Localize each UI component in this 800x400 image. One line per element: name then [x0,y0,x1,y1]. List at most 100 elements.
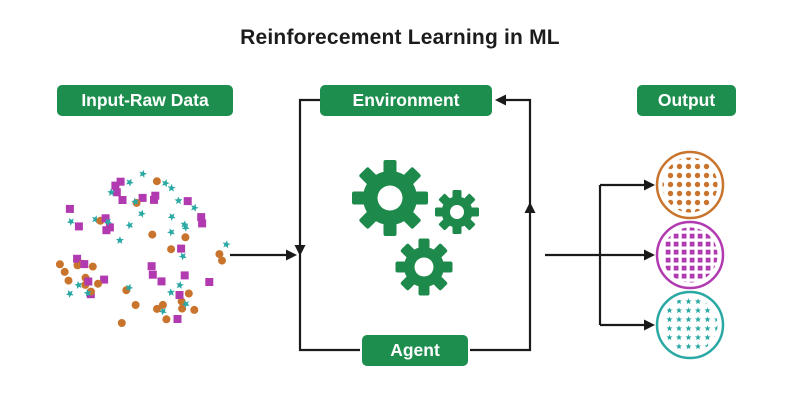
square-data-point [173,315,182,323]
output-dots-fill [662,157,718,213]
arrowhead-right-output-3 [644,319,655,331]
square-data-point [150,195,158,204]
star-data-point [115,236,124,244]
square-data-point [148,270,157,279]
square-data-point [100,275,109,284]
circle-data-point [60,267,69,276]
square-data-point [111,181,120,190]
circle-data-point [158,300,167,309]
gear-small-icon [435,190,479,234]
arrowhead-left-into-environment [495,94,506,106]
star-data-point [65,290,74,298]
star-data-point [167,228,175,237]
star-data-point [92,215,100,224]
star-data-point [125,221,134,230]
circle-data-point [218,256,226,265]
star-data-point [158,307,167,316]
circle-data-point [181,233,190,242]
square-data-point [177,244,186,253]
star-data-point [178,252,187,261]
star-data-point [176,281,184,290]
circle-data-point [184,289,193,298]
circle-data-point [148,230,157,239]
output-stars-fill [662,297,718,353]
agent-to-environment-line [470,98,532,352]
star-data-point [83,288,92,297]
square-data-point [157,277,166,286]
square-data-point [101,214,110,223]
square-data-point [112,188,121,197]
output-circles [655,150,725,360]
gear-bottom-icon [395,238,453,296]
square-data-point [147,262,156,271]
arrowhead-right-input [286,249,297,261]
square-data-point [180,271,189,280]
square-data-point [80,260,89,269]
star-data-point [167,213,176,221]
circle-data-point [167,245,176,254]
star-data-point [125,178,134,187]
square-data-point [73,254,82,263]
circle-data-point [64,276,73,285]
star-data-point [104,218,113,227]
input-raw-data-label: Input-Raw Data [57,85,233,116]
star-data-point [139,169,147,178]
output-stars-circle [655,290,725,360]
circle-data-point [215,250,224,259]
circle-data-point [117,319,126,327]
agent-label: Agent [362,335,468,366]
star-data-point [167,183,176,192]
circle-data-point [190,305,199,314]
circle-data-point [162,315,171,324]
arrowheads [286,94,655,331]
circle-data-point [88,262,97,271]
star-data-point [131,197,139,206]
star-data-point [181,300,190,309]
square-data-point [116,177,125,186]
square-data-point [151,191,160,200]
circle-data-point [153,304,161,313]
arrowhead-down-left-loop [294,245,306,256]
star-data-point [180,220,189,229]
star-data-point [74,280,83,289]
square-data-point [138,193,147,202]
circle-data-point [178,304,187,313]
output-squares-circle [655,220,725,290]
square-data-point [197,213,206,222]
circle-data-point [131,301,140,309]
circle-data-point [177,297,186,306]
square-data-point [183,197,192,206]
square-data-point [205,278,214,286]
environment-to-agent-line [298,98,360,352]
output-squares-fill [662,227,718,283]
output-label: Output [637,85,736,116]
square-data-point [84,277,93,286]
gear-large-icon [352,160,428,236]
circle-data-point [152,177,161,186]
diagram-title: Reinforecement Learning in ML [240,26,560,49]
star-data-point [166,288,175,297]
raw-data-cluster [55,169,231,327]
loop-to-outputs-lines [545,183,646,327]
square-data-point [74,222,83,231]
star-data-point [107,188,116,197]
flow-arrows [230,98,646,352]
output-dots-circle [655,150,725,220]
arrowhead-right-output-1 [644,179,655,191]
square-data-point [65,204,74,213]
star-data-point [174,196,183,205]
star-data-point [125,283,134,292]
star-data-point [66,217,75,226]
gears-icon [352,160,479,296]
star-data-point [138,209,146,218]
circle-data-point [55,260,64,269]
square-data-point [118,196,127,204]
square-data-point [102,226,111,235]
arrowhead-up-right-loop [524,202,536,213]
star-data-point [222,240,231,249]
arrowhead-right-output-2 [644,249,655,261]
star-data-point [190,203,199,212]
square-data-point [198,219,207,228]
